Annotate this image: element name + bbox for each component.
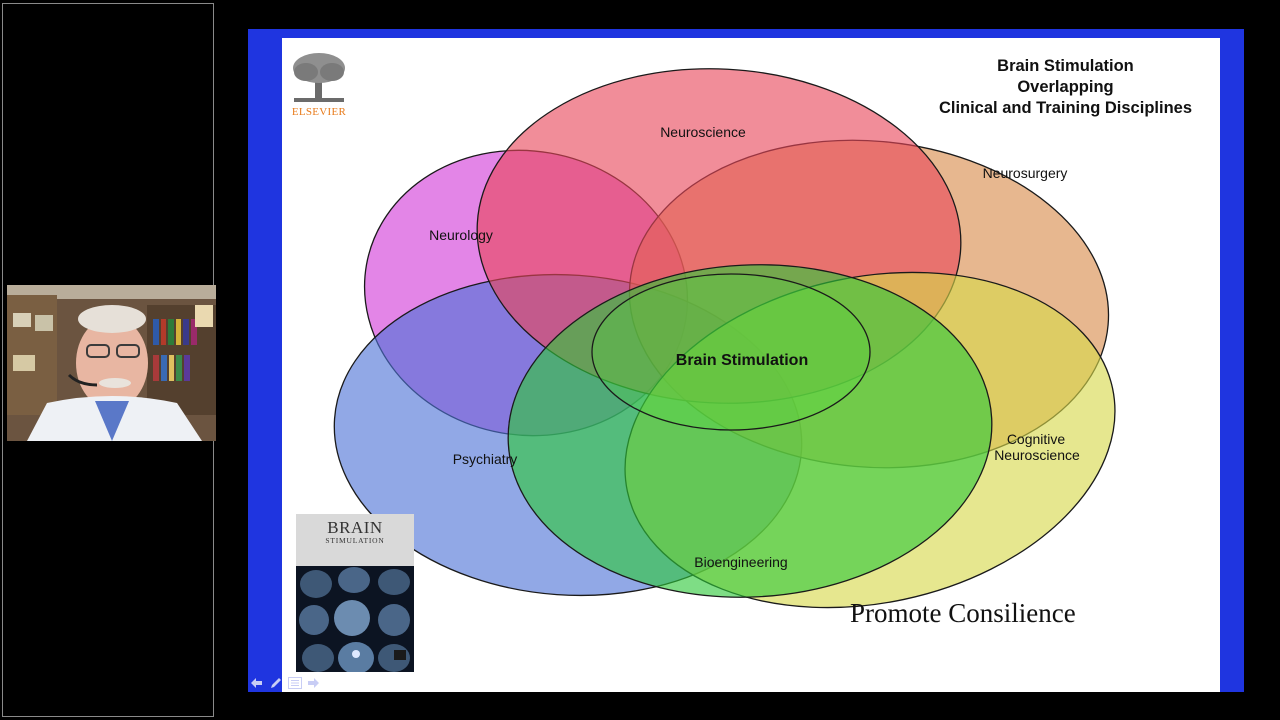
elsevier-logo-text: ELSEVIER xyxy=(291,106,347,118)
arrow-right-icon xyxy=(308,678,319,688)
venn-diagram: Neuroscience Neurosurgery Neurology Brai… xyxy=(333,68,1116,609)
webcam-panel xyxy=(2,3,216,717)
slide: ELSEVIER Brain Stimulation Overlapping C… xyxy=(282,38,1220,692)
slide-menu-button[interactable] xyxy=(287,676,302,690)
next-slide-button[interactable] xyxy=(306,676,321,690)
label-neurology: Neurology xyxy=(429,227,493,243)
venn-circle-center xyxy=(591,273,871,431)
slide-title-line-2: Overlapping xyxy=(1017,78,1114,96)
journal-title-brain: BRAIN xyxy=(327,518,383,537)
presenter-video-image xyxy=(7,285,216,441)
venn-circle-bioengineering xyxy=(507,264,993,598)
label-psychiatry: Psychiatry xyxy=(453,451,518,467)
pen-tool-button[interactable] xyxy=(268,676,283,690)
menu-icon xyxy=(287,677,302,689)
journal-cover-title: BRAIN STIMULATION xyxy=(296,519,414,545)
slide-nav-controls xyxy=(249,675,321,691)
brain-scan-image xyxy=(296,566,414,672)
label-neuroscience: Neuroscience xyxy=(660,124,746,140)
journal-cover: BRAIN STIMULATION xyxy=(296,514,414,672)
label-neurosurgery: Neurosurgery xyxy=(983,165,1068,181)
journal-title-stimulation: STIMULATION xyxy=(325,536,385,545)
elsevier-logo: ELSEVIER xyxy=(288,50,350,120)
arrow-left-icon xyxy=(251,678,262,688)
pen-icon xyxy=(271,678,281,688)
slide-title-line-1: Brain Stimulation xyxy=(997,57,1134,75)
label-center-brain-stimulation: Brain Stimulation xyxy=(676,352,808,369)
slide-title: Brain Stimulation Overlapping Clinical a… xyxy=(939,56,1192,119)
tree-icon xyxy=(293,53,345,102)
prev-slide-button[interactable] xyxy=(249,676,264,690)
label-bioengineering: Bioengineering xyxy=(694,554,787,570)
slide-title-line-3: Clinical and Training Disciplines xyxy=(938,99,1192,117)
label-cognitive-line-2: Neuroscience xyxy=(994,447,1080,463)
tagline: Promote Consilience xyxy=(850,598,1076,628)
presenter-video xyxy=(7,285,216,441)
label-cognitive-line-1: Cognitive xyxy=(1007,431,1066,447)
